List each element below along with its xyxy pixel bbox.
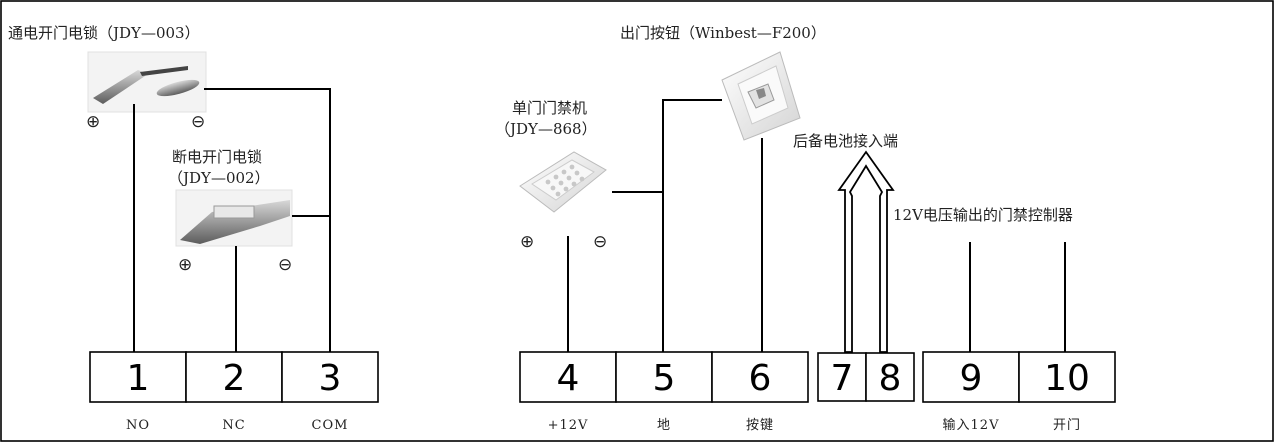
terminal-9-label: 输入12V	[943, 417, 1000, 433]
battery-title: 后备电池接入端	[793, 132, 898, 150]
terminal-2-label: NC	[222, 418, 245, 433]
terminal-4-number: 4	[557, 358, 580, 399]
controller-title-line1: 单门门禁机	[512, 99, 587, 117]
terminal-7-box	[817, 352, 867, 402]
terminal-7-number: 7	[831, 358, 854, 399]
terminal-1-box	[89, 351, 187, 403]
terminal-4-label: +12V	[548, 418, 589, 433]
exit-button-image	[721, 51, 801, 141]
controller-plus-icon: ⊕	[520, 232, 534, 252]
lock-no-title: 通电开门电锁（JDY—003）	[8, 24, 200, 42]
middle-wiring	[567, 99, 763, 352]
exit-button-title: 出门按钮（Winbest—F200）	[620, 24, 826, 42]
left-wiring	[133, 88, 331, 352]
terminal-8-box	[865, 352, 915, 402]
terminal-2-number: 2	[223, 358, 246, 399]
terminal-10-label: 开门	[1053, 418, 1081, 433]
lock-nc-plus-icon: ⊕	[178, 255, 192, 275]
terminal-5-label: 地	[657, 418, 671, 433]
lock-no-plus-icon: ⊕	[86, 112, 100, 132]
terminal-9-box	[922, 351, 1020, 403]
terminal-8-number: 8	[879, 358, 902, 399]
lock-nc-image	[175, 189, 293, 247]
terminal-2-box	[185, 351, 283, 403]
terminal-6-label: 按键	[746, 418, 774, 433]
right-wiring	[969, 242, 1066, 352]
lock-nc-title-line1: 断电开门电锁	[172, 148, 262, 166]
terminal-9-number: 9	[960, 358, 983, 399]
controller-image	[519, 151, 607, 213]
terminal-3-box	[281, 351, 379, 403]
ext-controller-title: 12V电压输出的门禁控制器	[893, 206, 1073, 224]
terminal-10-box	[1018, 351, 1116, 403]
terminal-3-number: 3	[319, 358, 342, 399]
controller-minus-icon: ⊖	[593, 232, 607, 252]
terminal-10-number: 10	[1044, 358, 1090, 399]
terminal-5-number: 5	[653, 358, 676, 399]
lock-nc-minus-icon: ⊖	[278, 255, 292, 275]
lock-no-image	[87, 51, 207, 113]
battery-arrow-icon	[837, 150, 895, 353]
terminal-3-label: COM	[312, 418, 349, 433]
terminal-6-box	[711, 351, 809, 403]
terminal-4-box	[519, 351, 617, 403]
terminal-1-label: NO	[126, 418, 150, 433]
controller-title-line2: （JDY—868）	[495, 120, 597, 138]
terminal-1-number: 1	[127, 358, 150, 399]
lock-nc-title-line2: （JDY—002）	[168, 169, 270, 187]
terminal-6-number: 6	[749, 358, 772, 399]
lock-no-minus-icon: ⊖	[191, 112, 205, 132]
